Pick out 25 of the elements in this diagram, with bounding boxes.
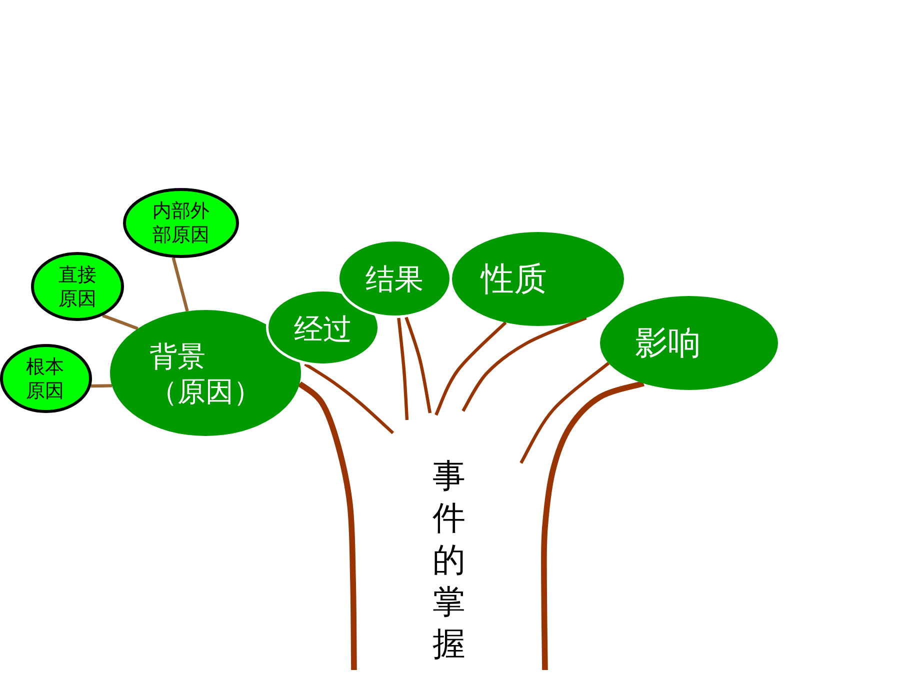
tree-branch-line — [304, 362, 394, 434]
tree-branch-line — [404, 316, 432, 414]
topic-label: 影响 — [635, 324, 701, 362]
tree-branch-line — [462, 316, 587, 412]
topic-label: 背景（原因） — [150, 339, 262, 409]
topic-ellipse — [452, 232, 624, 326]
tree-trunk-line — [541, 380, 644, 670]
topic-ellipse — [600, 296, 778, 390]
leader-line — [90, 384, 112, 388]
topic-label: 经过 — [294, 312, 352, 346]
leader-line — [102, 314, 138, 330]
tree-branch-line — [434, 321, 507, 416]
cause-ellipse — [0, 344, 92, 413]
vertical-title: 事件的掌握 — [431, 455, 467, 665]
cause-label: 内部外部原因 — [152, 199, 210, 247]
cause-label: 根本原因 — [25, 354, 65, 402]
cause-ellipse — [123, 188, 239, 258]
topic-label: 性质 — [481, 260, 547, 298]
tree-branch-line — [397, 318, 409, 420]
tree-trunk-line — [298, 381, 357, 670]
topic-label: 结果 — [366, 262, 424, 296]
tree-branch-line — [520, 362, 610, 464]
leader-line — [172, 257, 189, 312]
cause-ellipse — [31, 252, 124, 321]
cause-label: 直接原因 — [58, 262, 98, 310]
